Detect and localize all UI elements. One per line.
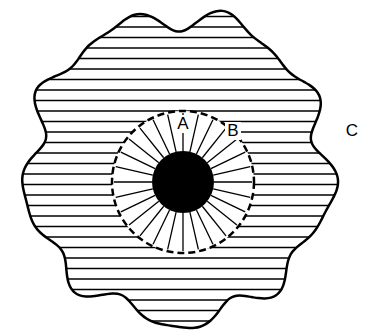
- hatch-line: [0, 310, 365, 312]
- region-label: B: [225, 122, 240, 140]
- dashed-ring: [112, 111, 254, 253]
- hatch-line: [0, 331, 365, 333]
- hatch-lines: [0, 6, 365, 332]
- radial-line: [116, 189, 153, 197]
- hatch-line: [0, 289, 365, 291]
- radial-line: [202, 128, 226, 158]
- radial-line: [182, 213, 183, 251]
- radial-line: [129, 139, 159, 163]
- radial-line: [121, 152, 155, 168]
- radial-line: [129, 201, 159, 225]
- radial-line: [196, 210, 212, 244]
- hatch-line: [0, 257, 365, 259]
- hatch-line: [0, 79, 365, 81]
- radial-line: [214, 181, 252, 182]
- inner-zone: [112, 111, 254, 253]
- hatch-line: [0, 268, 365, 270]
- radial-line: [114, 181, 152, 182]
- hatch-line: [0, 58, 365, 60]
- hatch-line: [0, 68, 365, 70]
- region-label: A: [175, 115, 190, 133]
- radial-line: [213, 167, 250, 175]
- hatch-line: [0, 26, 365, 28]
- radial-line: [190, 212, 198, 249]
- radial-line: [116, 167, 153, 175]
- central-core: [152, 151, 214, 213]
- radial-line: [140, 128, 164, 158]
- radial-line: [202, 206, 226, 236]
- hatch-line: [0, 37, 365, 39]
- hatch-line: [0, 89, 365, 91]
- region-label: C: [344, 122, 360, 140]
- radial-line: [211, 152, 245, 168]
- hatch-line: [0, 47, 365, 49]
- radial-line: [207, 139, 237, 163]
- hatch-line: [0, 16, 365, 18]
- radial-line: [196, 120, 212, 154]
- hatch-line: [0, 278, 365, 280]
- hatch-line: [0, 299, 365, 301]
- hatch-line: [0, 320, 365, 322]
- blob-outline: [22, 11, 338, 328]
- radial-lines: [114, 113, 252, 251]
- radial-line: [190, 115, 198, 152]
- hatch-line: [0, 5, 365, 7]
- radial-line: [153, 120, 169, 154]
- radial-line: [168, 212, 176, 249]
- radial-line: [121, 195, 155, 211]
- radial-line: [211, 195, 245, 211]
- radial-line: [153, 210, 169, 244]
- radial-line: [213, 189, 250, 197]
- radial-line: [140, 206, 164, 236]
- radial-line: [207, 201, 237, 225]
- hatch-line: [0, 100, 365, 102]
